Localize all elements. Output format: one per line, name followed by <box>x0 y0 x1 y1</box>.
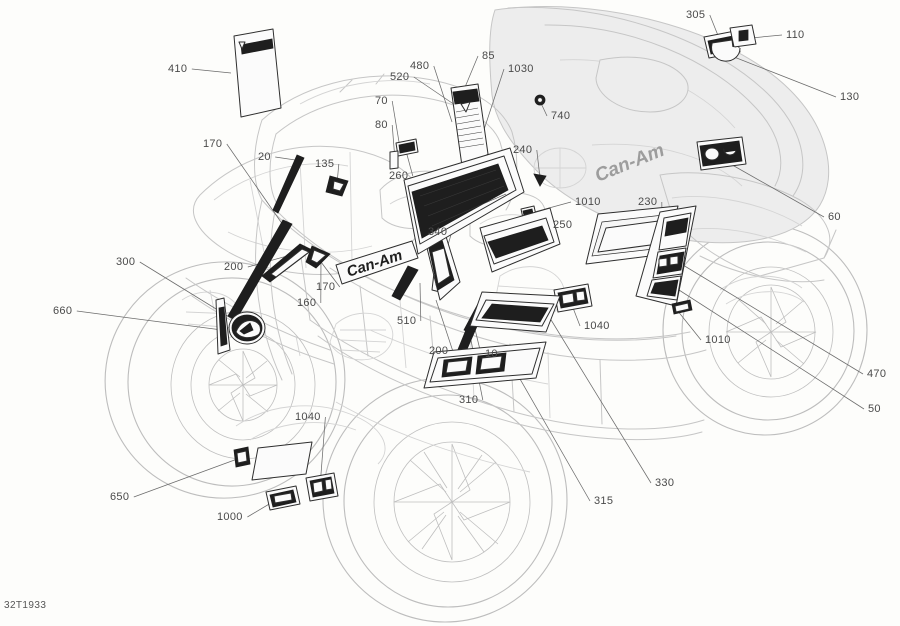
callout-660: 660 <box>53 305 73 317</box>
part-1010b-small-label-right <box>671 299 693 315</box>
callout-60: 60 <box>828 211 841 223</box>
callout-240: 240 <box>513 144 533 156</box>
callout-480: 480 <box>410 60 430 72</box>
callout-1030: 1030 <box>508 63 534 75</box>
leader-line-480 <box>433 65 453 123</box>
callout-80: 80 <box>375 119 388 131</box>
part-200b-260-door-decal <box>423 229 461 301</box>
callout-410: 410 <box>168 63 188 75</box>
part-470-50-stack-label <box>635 205 697 307</box>
leader-line-260 <box>405 150 414 177</box>
leader-line-130 <box>728 54 837 98</box>
leader-line-510 <box>419 282 422 322</box>
part-20-stripe <box>272 154 305 214</box>
leader-line-330 <box>544 309 652 484</box>
callout-305: 305 <box>686 9 706 21</box>
leader-line-520 <box>413 76 456 106</box>
svg-text:Can-Am: Can-Am <box>345 247 405 281</box>
part-410-operator-guide <box>233 28 282 118</box>
right-rear-wheel <box>662 224 868 436</box>
callout-200: 200 <box>429 345 449 357</box>
part-330-panel <box>469 291 561 333</box>
figure-code: 32T1933 <box>4 600 47 611</box>
leader-line-650 <box>133 457 241 498</box>
callout-70: 70 <box>375 95 388 107</box>
leader-line-70 <box>391 100 401 149</box>
callout-520: 520 <box>390 71 410 83</box>
part-300-logo-emblem <box>228 311 266 345</box>
callout-310: 310 <box>459 394 479 406</box>
callout-260: 260 <box>389 170 409 182</box>
leader-line-110 <box>750 34 783 39</box>
part-480-520-85-warning-label <box>450 83 489 174</box>
part-170b-160-stripe <box>305 245 331 269</box>
callout-1040: 1040 <box>295 411 321 423</box>
callout-1000: 1000 <box>217 511 243 523</box>
part-1040-label-right <box>553 283 593 313</box>
roll-cage <box>254 73 518 211</box>
callout-1010: 1010 <box>705 334 731 346</box>
part-135-emblem <box>325 175 349 197</box>
part-315-panel-label <box>423 341 547 389</box>
part-240-1030-panel-decal <box>403 147 547 255</box>
leader-line-470 <box>677 261 864 375</box>
leader-line-200 <box>435 299 454 352</box>
callout-110: 110 <box>786 29 805 41</box>
rear-left-wheel <box>104 261 346 499</box>
callout-1010: 1010 <box>575 196 601 208</box>
callout-740: 740 <box>551 110 571 122</box>
vehicle-body: Can-Am <box>489 6 830 244</box>
callout-650: 650 <box>110 491 130 503</box>
leader-line-1010 <box>676 309 702 341</box>
callout-10: 10 <box>485 348 498 360</box>
part-650-small-label <box>233 446 251 468</box>
part-200-stripe-upper <box>261 243 313 283</box>
leader-line-660 <box>76 310 223 331</box>
callout-85: 85 <box>482 50 495 62</box>
leader-line-410 <box>191 68 232 74</box>
part-305-110-130-labels <box>703 24 757 62</box>
leader-line-170 <box>226 143 284 226</box>
callout-50: 50 <box>868 403 881 415</box>
part-1000-label <box>265 485 301 511</box>
part-740-bolt-marker <box>534 94 546 106</box>
callout-20: 20 <box>258 151 271 163</box>
leader-line-315 <box>515 371 591 502</box>
part-250-panel <box>479 207 561 273</box>
callout-130: 130 <box>840 91 860 103</box>
callout-160: 160 <box>297 297 317 309</box>
callout-250: 250 <box>553 219 573 231</box>
leader-line-240 <box>536 149 541 179</box>
part-510-small-stripe <box>391 265 419 301</box>
rear-right-fender <box>659 172 837 283</box>
leader-line-50 <box>664 280 865 410</box>
callout-300: 300 <box>116 256 136 268</box>
callout-170: 170 <box>203 138 223 150</box>
callout-340: 340 <box>428 226 448 238</box>
callout-135: 135 <box>315 158 335 170</box>
callout-1040: 1040 <box>584 320 610 332</box>
callout-510: 510 <box>397 315 417 327</box>
part-1040b-label-left <box>305 472 339 502</box>
part-660-side-decal <box>215 297 231 355</box>
callout-170: 170 <box>316 281 336 293</box>
part-unnumbered-panel-center <box>251 441 313 481</box>
callout-200: 200 <box>224 261 244 273</box>
callout-230: 230 <box>638 196 658 208</box>
leader-line-60 <box>719 157 825 218</box>
callout-330: 330 <box>655 477 675 489</box>
part-60-rear-label <box>696 136 747 171</box>
callout-315: 315 <box>594 495 614 507</box>
callout-470: 470 <box>867 368 887 380</box>
part-70-80-clip-labels <box>389 138 419 170</box>
